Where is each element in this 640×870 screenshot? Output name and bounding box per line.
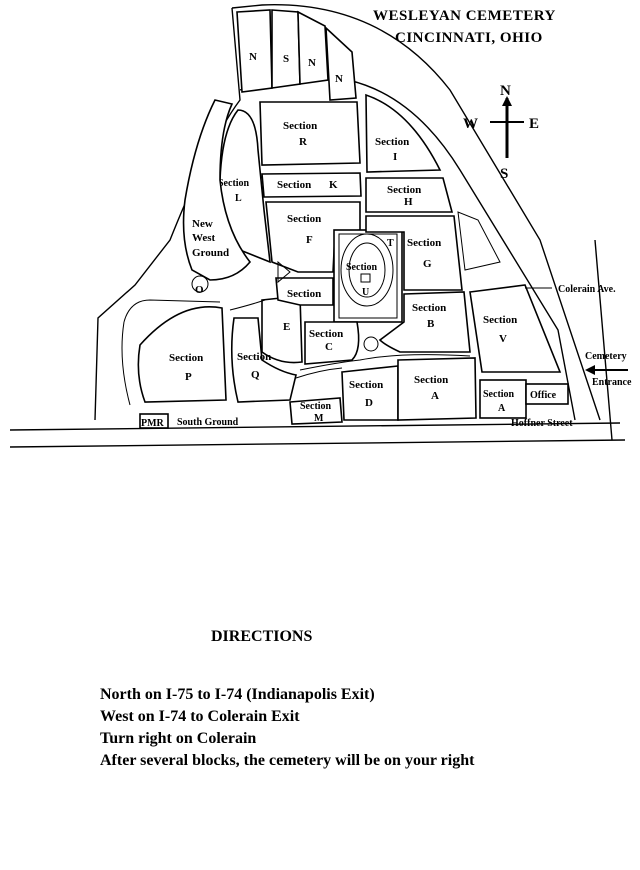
colerain-ave-label: Colerain Ave.: [558, 284, 616, 295]
section-m-letter: M: [314, 413, 324, 424]
cemetery-boundary: [231, 4, 601, 421]
new-west-ground-label-2: West: [192, 232, 216, 244]
office-label: Office: [530, 390, 557, 401]
section-h-letter: H: [404, 196, 413, 208]
new-west-ground-label-3: Ground: [192, 247, 229, 259]
direction-step: Turn right on Colerain: [100, 730, 257, 747]
compass-south: S: [500, 166, 508, 182]
compass-rose-icon: [490, 96, 524, 158]
section-a2-letter: A: [498, 403, 506, 414]
section-q-word: Section: [237, 351, 271, 363]
section-p-letter: P: [185, 371, 192, 383]
section-e-letter: E: [283, 321, 290, 333]
section-q-letter: Q: [251, 369, 260, 381]
section-c-word: Section: [309, 328, 343, 340]
section-d-word: Section: [349, 379, 383, 391]
section-l-word: Section: [218, 178, 250, 189]
section-c-letter: C: [325, 341, 333, 353]
compass-east: E: [529, 116, 539, 132]
south-ground-label: South Ground: [177, 417, 239, 428]
section-u-letter: U: [362, 287, 369, 298]
section-a2-word: Section: [483, 389, 515, 400]
section-v-word: Section: [483, 314, 517, 326]
section-o-letter: O: [195, 284, 204, 296]
section-g-letter: G: [423, 258, 432, 270]
section-p-word: Section: [169, 352, 203, 364]
section-s-label: S: [283, 53, 289, 65]
new-west-ground-label-1: New: [192, 218, 213, 230]
section-f-word: Section: [287, 213, 321, 225]
section-k-word: Section: [277, 179, 311, 191]
cemetery-entrance-label-2: Entrance: [592, 377, 632, 388]
section-m-word: Section: [300, 401, 332, 412]
section-t-letter: T: [387, 238, 394, 249]
compass-north: N: [500, 83, 511, 99]
section-f-letter: F: [306, 234, 313, 246]
map-title: WESLEYAN CEMETERY: [373, 8, 556, 24]
section-b-letter: B: [427, 318, 435, 330]
hoffner-street-label: Hoffner Street: [511, 418, 573, 429]
section-u-word: Section: [346, 262, 378, 273]
section-n3-label: N: [335, 73, 343, 85]
directions-heading: DIRECTIONS: [211, 628, 313, 645]
section-a-letter: A: [431, 390, 439, 402]
section-b-word: Section: [412, 302, 446, 314]
map-subtitle: CINCINNATI, OHIO: [395, 30, 543, 46]
cemetery-map: WESLEYAN CEMETERY CINCINNATI, OHIO N S E…: [9, 4, 632, 448]
section-n-label: N: [249, 51, 257, 63]
pmr-label: PMR: [141, 418, 165, 429]
section-h-word: Section: [387, 184, 421, 196]
section-k-letter: K: [329, 179, 338, 191]
entrance-arrow-icon: [585, 365, 595, 375]
section-n2-label: N: [308, 57, 316, 69]
direction-step: North on I-75 to I-74 (Indianapolis Exit…: [100, 686, 375, 703]
section-l-letter: L: [235, 193, 242, 204]
section-v-letter: V: [499, 333, 507, 345]
direction-step: After several blocks, the cemetery will …: [100, 752, 475, 769]
section-i-word: Section: [375, 136, 409, 148]
section-r-word: Section: [283, 120, 317, 132]
section-g-word: Section: [407, 237, 441, 249]
direction-step: West on I-74 to Colerain Exit: [100, 708, 300, 725]
section-a-word: Section: [414, 374, 448, 386]
cemetery-entrance-label-1: Cemetery: [585, 351, 627, 362]
section-d-letter: D: [365, 397, 373, 409]
section-center-word: Section: [287, 288, 321, 300]
section-i-letter: I: [393, 151, 397, 163]
section-r-letter: R: [299, 136, 308, 148]
directions-list: North on I-75 to I-74 (Indianapolis Exit…: [100, 684, 474, 772]
